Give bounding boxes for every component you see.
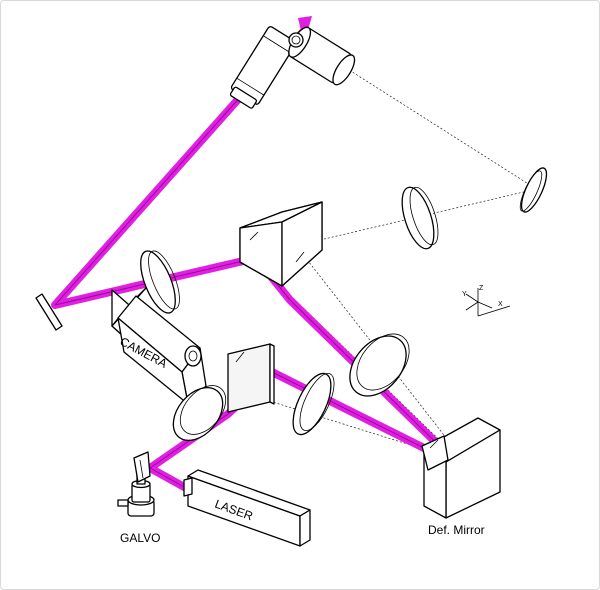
camera: CAMERA [111,287,207,405]
axis-z-label: Z [479,285,484,292]
lower-left-lens [172,385,227,441]
galvo-label: GALVO [120,531,160,545]
def-mirror-label: Def. Mirror [428,523,485,537]
upper-right-lens [401,186,439,250]
laser: LASER [183,469,311,547]
axis-indicator: Z Y X [462,285,511,317]
large-lens [349,333,410,397]
far-mirror [519,167,548,213]
camera-lens [140,250,180,314]
galvo: GALVO [117,451,160,545]
axis-x-label: X [498,301,503,308]
objective-tube [229,26,356,109]
beam-splitter [227,343,275,413]
left-mirror [35,293,63,331]
prism [239,201,323,287]
deformable-mirror: Def. Mirror [421,417,501,537]
lower-middle-lens [292,372,335,436]
axis-y-label: Y [462,291,467,298]
